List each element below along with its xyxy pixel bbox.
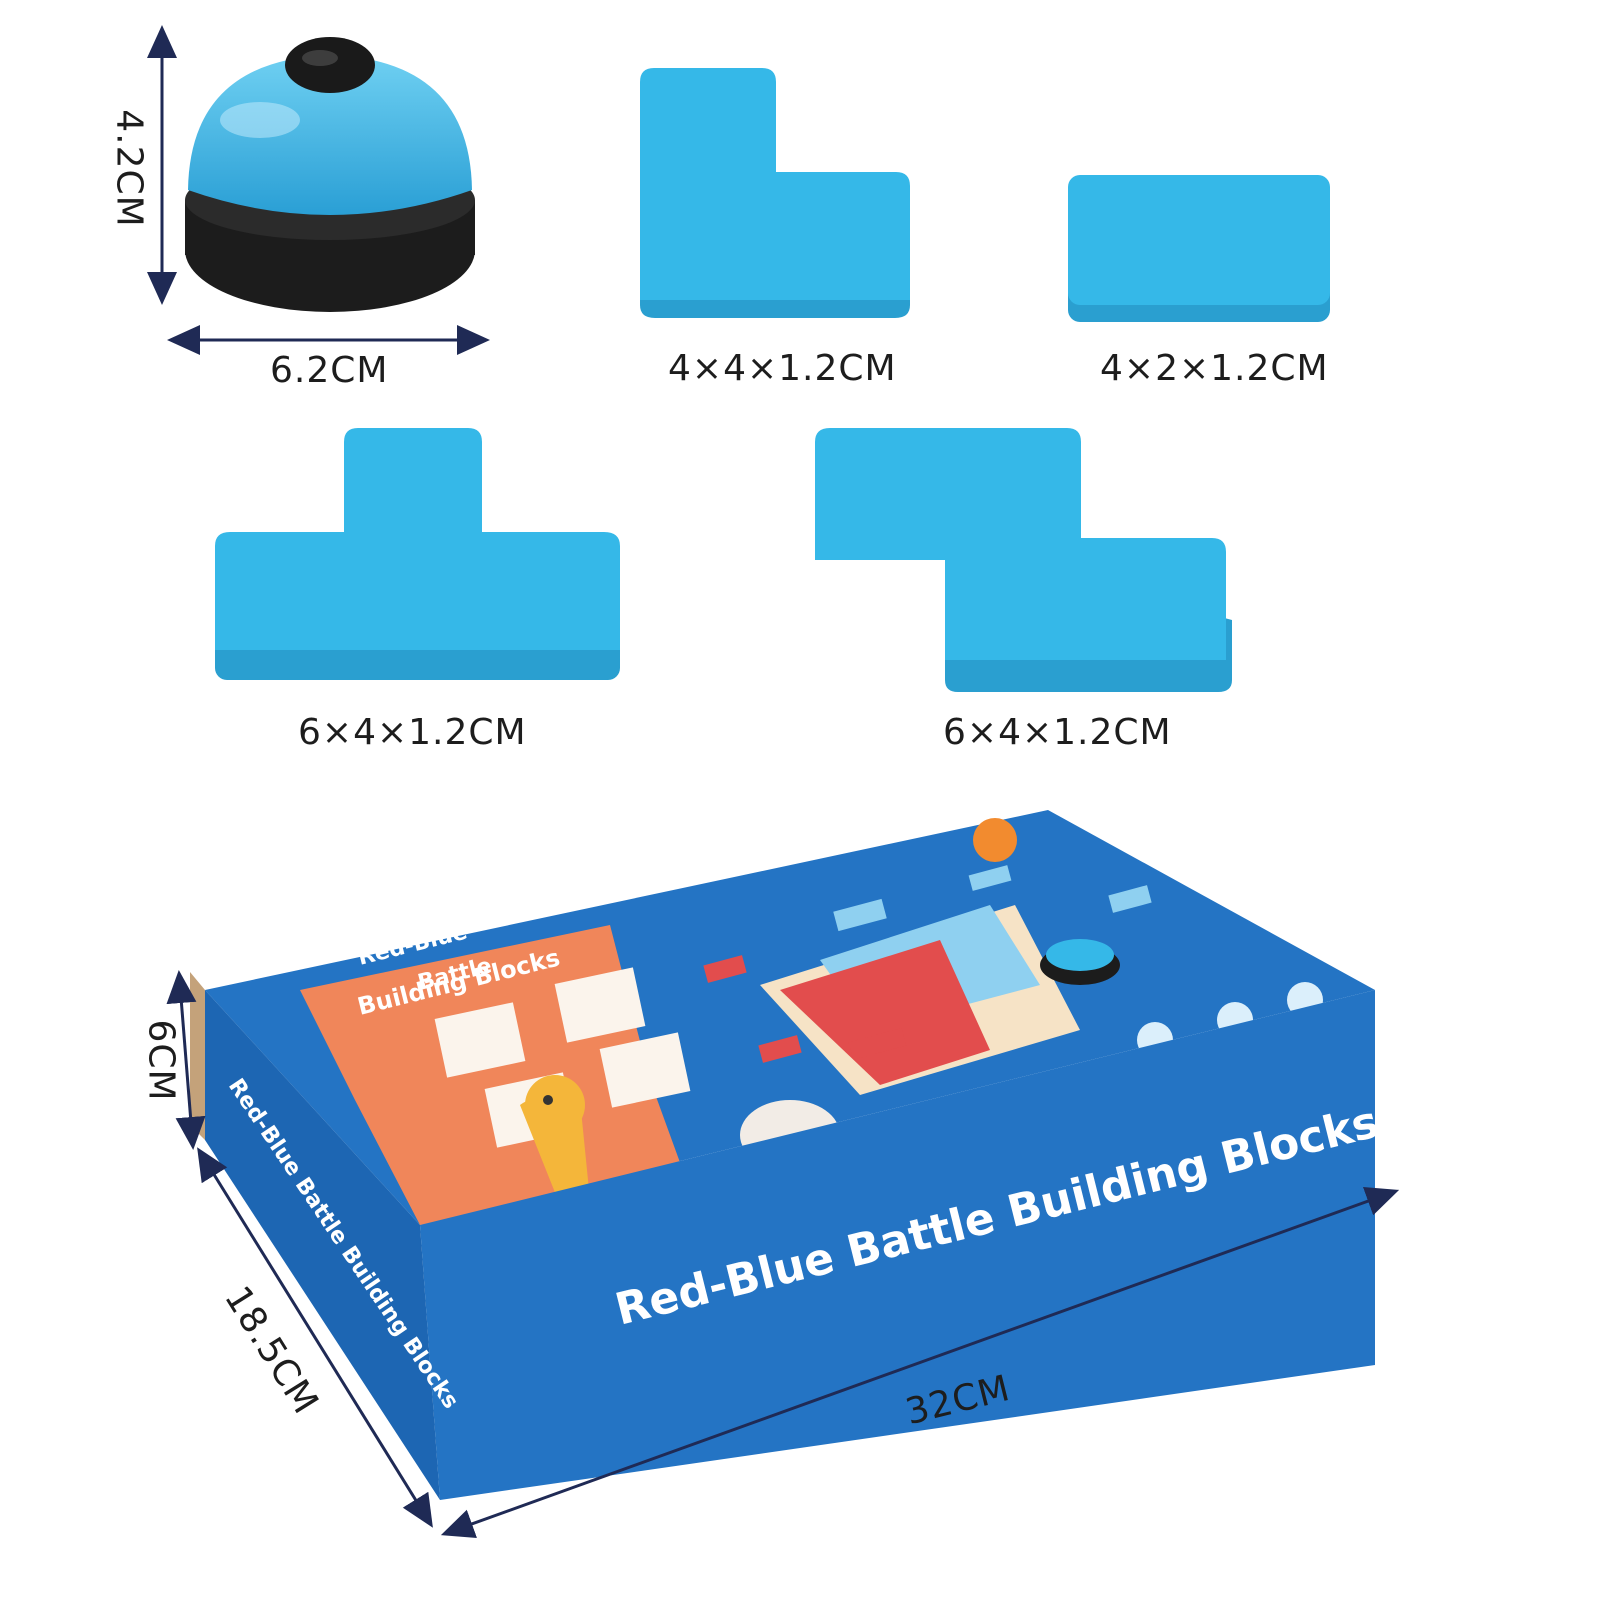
bell-width-label: 6.2CM — [270, 350, 389, 391]
t-block — [215, 428, 620, 680]
sun-icon — [973, 818, 1017, 862]
l-block-label: 4×4×1.2CM — [668, 348, 897, 389]
giraffe-icon — [520, 1075, 590, 1205]
t-block-label: 6×4×1.2CM — [298, 712, 527, 753]
z-block-label: 6×4×1.2CM — [943, 712, 1172, 753]
z-block — [815, 428, 1232, 692]
box-depth-arrow — [197, 1147, 433, 1528]
box-height-arrow — [166, 970, 206, 1150]
service-bell-icon — [185, 37, 475, 312]
bell-height-label: 4.2CM — [108, 109, 150, 228]
box-height-label: 6CM — [140, 1019, 182, 1102]
box-length-arrow — [440, 1186, 1400, 1539]
rect-block-label: 4×2×1.2CM — [1100, 348, 1329, 389]
l-block — [640, 68, 910, 318]
rectangle-block — [1068, 175, 1330, 322]
